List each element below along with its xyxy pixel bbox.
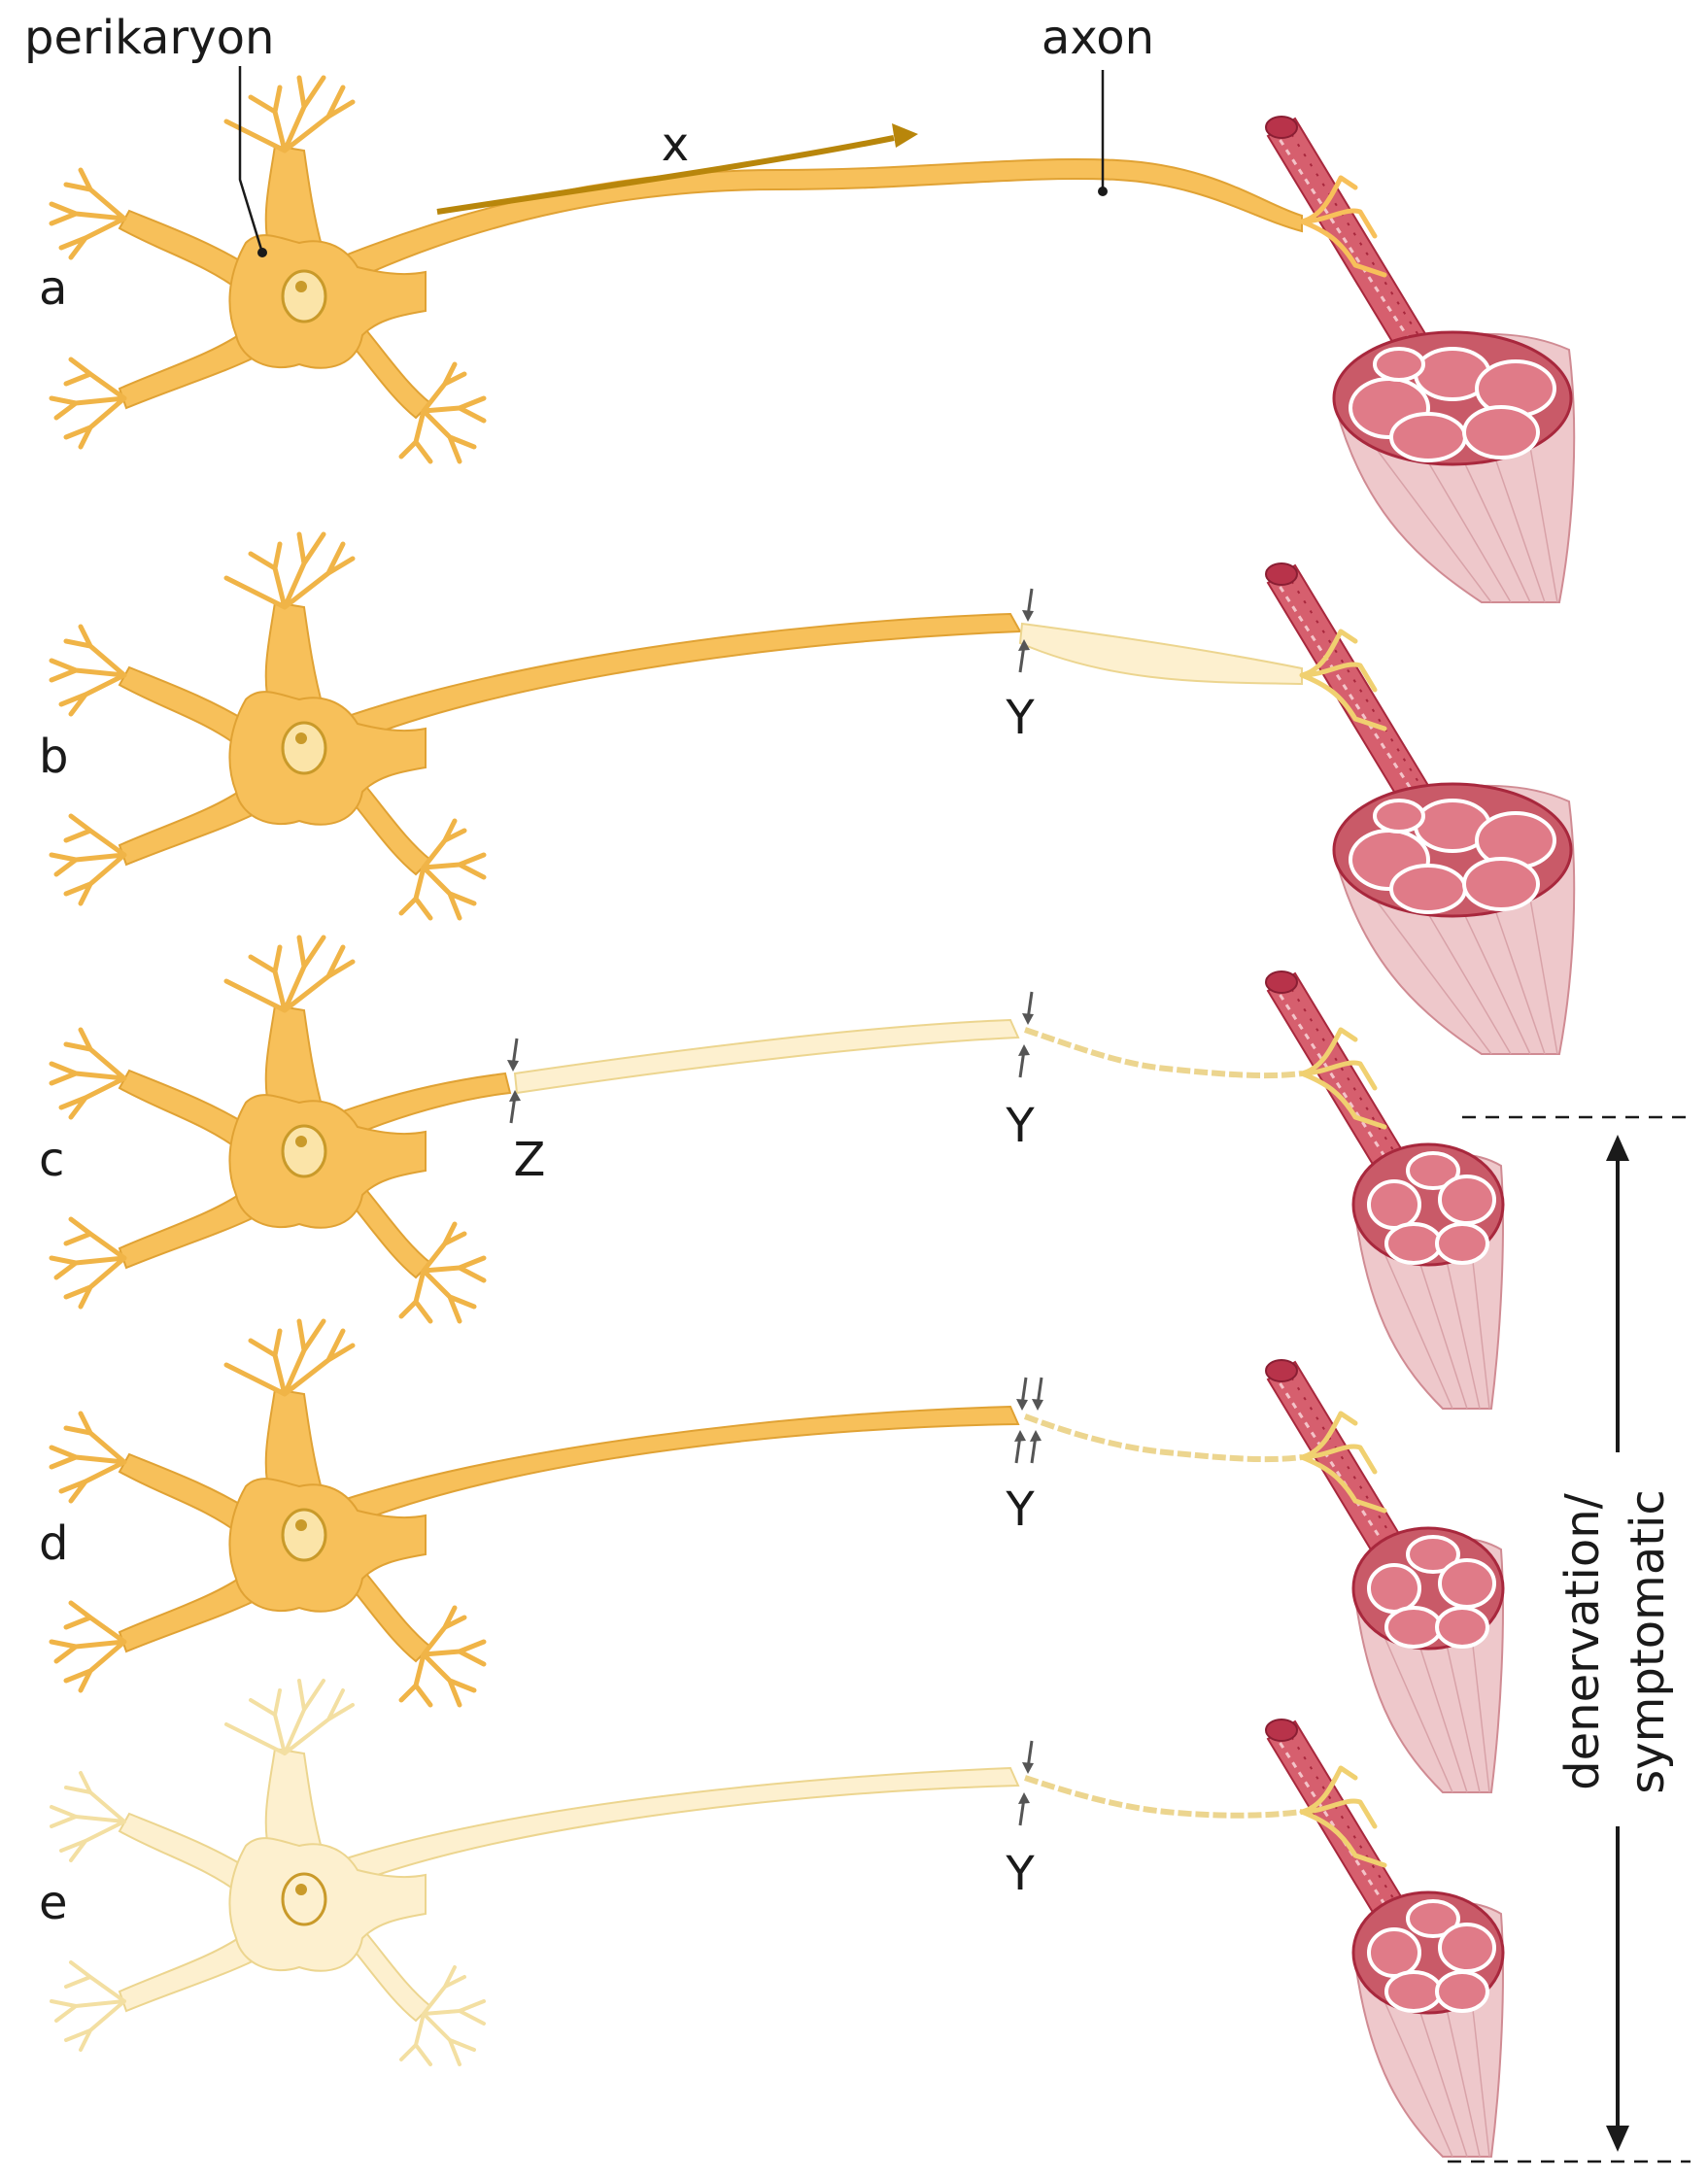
axon-a bbox=[338, 157, 1303, 284]
axon-d-degenerated bbox=[1023, 1413, 1303, 1463]
muscle-fiber-icon bbox=[1264, 562, 1443, 826]
panel-letter-d: d bbox=[39, 1516, 68, 1571]
lesion-arrow-icon bbox=[1020, 1739, 1036, 1776]
nucleus-icon bbox=[281, 269, 327, 323]
perikaryon-label: perikaryon bbox=[24, 11, 274, 65]
lesion-arrow-icon bbox=[1016, 1042, 1032, 1079]
panel-e: Y e bbox=[39, 1679, 1505, 2159]
nucleus-icon bbox=[281, 1872, 327, 1926]
axon-c-degenerated bbox=[1024, 1027, 1303, 1079]
panel-letter-c: c bbox=[39, 1133, 64, 1187]
panel-letter-b: b bbox=[39, 730, 68, 784]
panel-c: Z Y c bbox=[39, 937, 1505, 1411]
panel-a: x a perikaryon axon bbox=[24, 11, 1577, 604]
axon-d-proximal bbox=[338, 1405, 1020, 1527]
axon-b-proximal bbox=[338, 612, 1022, 745]
lesion-arrow-icon bbox=[1020, 587, 1036, 624]
lesion-label-z: Z bbox=[514, 1133, 546, 1187]
axon-c-proximal bbox=[338, 1072, 512, 1139]
lesion-arrow-icon bbox=[1014, 1376, 1030, 1413]
nucleus-icon bbox=[281, 1124, 327, 1178]
axon-e-degenerated bbox=[1024, 1775, 1303, 1819]
lesion-arrow-icon bbox=[505, 1037, 521, 1073]
lesion-arrow-icon bbox=[1030, 1376, 1045, 1413]
panel-b: Y b bbox=[39, 534, 1577, 1056]
side-label-line2: symptomatic bbox=[1621, 1489, 1675, 1794]
nucleus-icon bbox=[281, 721, 327, 775]
transport-label: x bbox=[662, 118, 689, 172]
lesion-arrow-icon bbox=[507, 1088, 523, 1125]
axon-c-middle bbox=[513, 1018, 1020, 1095]
panel-d: Y d bbox=[39, 1321, 1505, 1794]
muscle-bundle-icon bbox=[1351, 1142, 1505, 1411]
axon-b-distal bbox=[1018, 622, 1303, 686]
lesion-label-y: Y bbox=[1005, 1099, 1035, 1153]
lesion-arrow-icon bbox=[1028, 1428, 1043, 1465]
lesion-label-y: Y bbox=[1005, 1847, 1035, 1901]
axon-e-proximal bbox=[338, 1766, 1020, 1887]
transport-arrow bbox=[436, 123, 918, 215]
perikaryon-leader bbox=[238, 66, 264, 254]
denervation-bracket: denervation/ symptomatic bbox=[1448, 1115, 1691, 2163]
lesion-label-y: Y bbox=[1005, 1482, 1035, 1537]
side-label-line1: denervation/ bbox=[1555, 1492, 1610, 1789]
muscle-bundle-icon bbox=[1351, 1890, 1505, 2159]
muscle-bundle-icon bbox=[1332, 330, 1577, 604]
axon-label: axon bbox=[1042, 11, 1154, 65]
nucleus-icon bbox=[281, 1508, 327, 1562]
muscle-bundle-icon bbox=[1351, 1526, 1505, 1794]
lesion-arrow-icon bbox=[1016, 1790, 1032, 1827]
lesion-label-y: Y bbox=[1005, 691, 1035, 745]
muscle-bundle-icon bbox=[1332, 782, 1577, 1056]
lesion-arrow-icon bbox=[1020, 990, 1036, 1027]
lesion-arrow-icon bbox=[1012, 1428, 1028, 1465]
panel-letter-e: e bbox=[39, 1876, 68, 1930]
panel-letter-a: a bbox=[39, 261, 67, 316]
